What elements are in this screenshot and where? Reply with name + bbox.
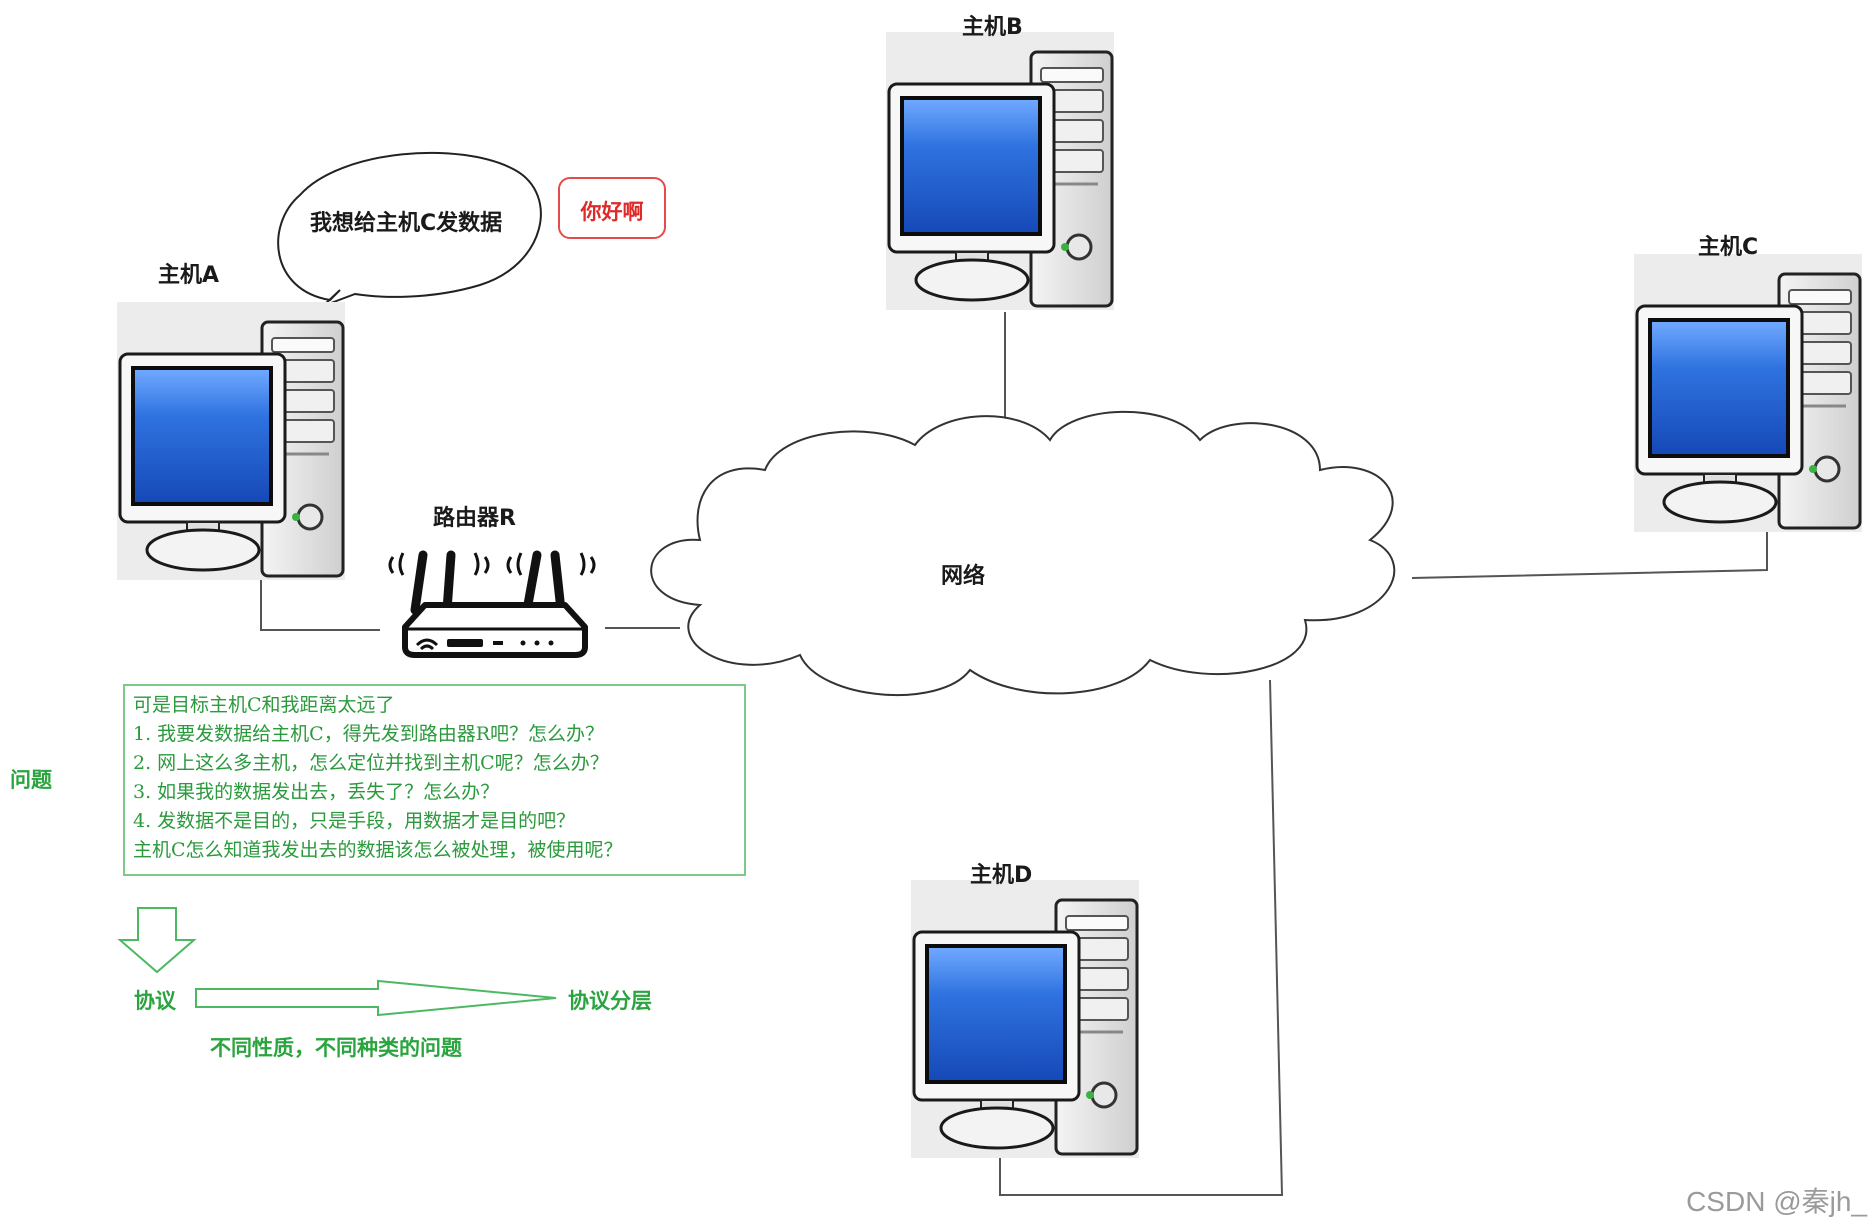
layering-label: 协议分层 <box>568 989 652 1013</box>
right-arrow-icon <box>195 979 557 1017</box>
reply-bubble-text: 你好啊 <box>580 200 644 224</box>
network-label: 网络 <box>941 564 986 589</box>
watermark: CSDN @秦jh_ <box>1686 1186 1867 1217</box>
question-line: 4. 发数据不是目的，只是手段，用数据才是目的吧？ <box>133 810 576 832</box>
question-line: 3. 如果我的数据发出去，丢失了？怎么办？ <box>133 781 500 803</box>
reply-bubble: 你好啊 <box>558 177 666 239</box>
host-d-computer <box>909 878 1141 1160</box>
host-b-computer <box>884 30 1116 312</box>
down-arrow-icon <box>117 907 197 974</box>
link-a-router <box>260 578 380 631</box>
host-c-label: 主机C <box>1698 235 1759 260</box>
host-a-computer <box>115 300 347 582</box>
link-c-cloud <box>1411 524 1768 579</box>
host-d-label: 主机D <box>970 863 1033 888</box>
host-b-label: 主机B <box>962 15 1023 40</box>
protocol-label: 协议 <box>134 989 176 1013</box>
problem-label: 问题 <box>10 768 52 792</box>
router-label: 路由器R <box>433 506 516 531</box>
link-d-cloud <box>999 679 1284 1196</box>
connection-lines <box>260 312 1768 1196</box>
question-box: 可是目标主机C和我距离太远了 1. 我要发数据给主机C，得先发到路由器R吧？怎么… <box>123 684 746 876</box>
caption: 不同性质，不同种类的问题 <box>210 1036 462 1060</box>
question-line: 2. 网上这么多主机，怎么定位并找到主机C呢？怎么办？ <box>133 752 609 774</box>
speech-bubble-text: 我想给主机C发数据 <box>310 211 503 236</box>
question-line: 1. 我要发数据给主机C，得先发到路由器R吧？怎么办？ <box>133 723 605 745</box>
router-icon <box>388 550 596 658</box>
question-line: 主机C怎么知道我发出去的数据该怎么被处理，被使用呢？ <box>133 839 623 861</box>
question-line: 可是目标主机C和我距离太远了 <box>133 694 395 716</box>
speech-bubble <box>277 151 542 307</box>
host-a-label: 主机A <box>158 263 220 288</box>
host-c-computer <box>1632 252 1864 534</box>
network-cloud <box>650 410 1396 696</box>
